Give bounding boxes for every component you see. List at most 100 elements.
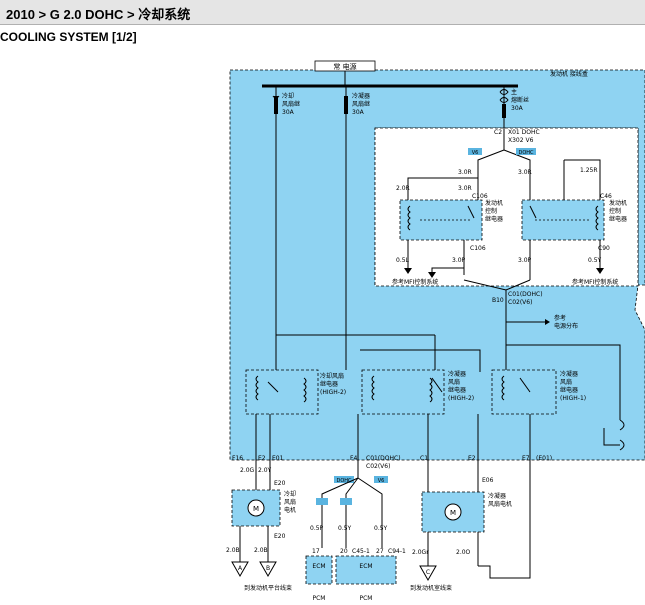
tag-dohc [516, 148, 536, 155]
cond-fan-motor-letter: M [450, 509, 456, 517]
ecm-relay-label-a: 发动机 [485, 199, 503, 207]
conn-f16: F16 [232, 455, 243, 462]
fuse-2-label-b: 风扇继 [352, 100, 370, 108]
pcm-box-1 [305, 555, 333, 585]
conn-e2: E2 [258, 455, 266, 462]
wire-2-0o: 2.0O [456, 549, 471, 556]
conn-c2: C2 [494, 129, 502, 136]
fuse-3-label-c: 30A [511, 105, 524, 112]
relay-rad-high-label-a: 冷却风扇 [320, 372, 344, 380]
conn-f4-note-a: C01(DOHC) [366, 455, 401, 462]
relay-cond-high-label-c: 继电器 [448, 386, 466, 394]
relay-cond-high-label-b: 风扇 [448, 378, 460, 386]
fuse-1-label-a: 冷却 [282, 92, 294, 100]
ground-c-label: C [426, 569, 430, 576]
page-title: COOLING SYSTEM [1/2] [0, 30, 137, 44]
relay-cond-low-label-c: 继电器 [560, 386, 578, 394]
ecm-relay-label-c: 继电器 [485, 215, 503, 223]
wire-2-0r: 2.0R [396, 185, 410, 192]
conn-e7: E7 [522, 455, 530, 462]
conn-b10: B10 [492, 297, 504, 304]
wire-2-0b2: 2.0B [254, 547, 268, 554]
wire-1-25r: 1.25R [580, 167, 598, 174]
rad-fan-motor-icon [247, 499, 265, 517]
conn-f4-note-b: C02(V6) [366, 463, 390, 470]
ecm-relay-label-b: 控制 [485, 207, 497, 215]
fuse-2: 冷凝器 风扇继 30A [344, 86, 370, 330]
relay-cond-low-label-a: 冷凝器 [560, 370, 578, 378]
tag-v6-text: V6 [472, 150, 479, 156]
tag-bar-1 [316, 498, 328, 505]
wire-3-0p-b: 3.0P [518, 257, 532, 264]
ground-note-1: 到发动机平台线束 [244, 584, 292, 592]
fan-cond-label-b: 风扇电机 [488, 500, 512, 508]
main-relay-label-a: 发动机 [609, 199, 627, 207]
wire-3-0r-c: 3.0R [518, 169, 532, 176]
conn-f4: F4 [350, 455, 357, 462]
pcm-box-2 [335, 555, 397, 585]
conn-c1: C1 [420, 455, 428, 462]
ground-b [259, 561, 277, 578]
breadcrumb: 2010 > G 2.0 DOHC > 冷却系统 [6, 7, 191, 22]
conn-c106: C106 [472, 193, 488, 200]
fuse-1-label-b: 风扇继 [282, 100, 300, 108]
fuse-3-label-a: 主 [511, 88, 517, 96]
pin-20: 20 [340, 548, 348, 555]
fuse-1: 冷却 风扇继 30A [272, 86, 300, 335]
pcm-2-label: PCM [360, 595, 373, 602]
wire-2-0gr: 2.0Gr [412, 549, 429, 556]
relay-rad-high-label-c: (HIGH-2) [320, 389, 346, 396]
conn-c45: C45-1 [352, 548, 370, 555]
wire-2-0g: 2.0G [240, 467, 255, 474]
panel-label-1: 发动机 接线盒 [550, 70, 588, 78]
cond-fan-motor-icon [444, 503, 462, 521]
wire-2-0b: 2.0B [226, 547, 240, 554]
wire-3-0r-b: 3.0R [458, 185, 472, 192]
fan-rad-label-b: 风扇 [284, 498, 296, 506]
conn-e01: E01 [272, 455, 284, 462]
ground-a [231, 561, 249, 578]
relay-cond-high [361, 369, 445, 415]
conn-c90: C90 [598, 245, 610, 252]
conn-c106b: C106 [470, 245, 486, 252]
relay-rad-high-label-b: 继电器 [320, 380, 338, 388]
ref-ecm-1: 参考MFI控制系统 [392, 278, 438, 286]
conn-c94: C94-1 [388, 548, 406, 555]
wire-2-0y: 2.0Y [258, 467, 272, 474]
tag-v6 [468, 148, 482, 155]
conn-e20-b: E20 [274, 533, 286, 540]
fuse-1-label-c: 30A [282, 109, 295, 116]
tag-v6-2 [374, 476, 388, 483]
conn-e2b: E2 [468, 455, 476, 462]
wire-0-5y: 0.5Y [588, 257, 602, 264]
wire-0-5p: 0.5P [310, 525, 324, 532]
relay-cond-low-label-b: 风扇 [560, 378, 572, 386]
header-bar: 2010 > G 2.0 DOHC > 冷却系统 [0, 0, 645, 25]
fan-rad-label-c: 电机 [284, 506, 296, 514]
fuse-3-label-b: 熔断丝 [511, 96, 529, 104]
ref-power-a: 参考 [554, 314, 566, 322]
wire-0-5l: 0.5L [396, 257, 410, 264]
conn-c2-note-a: X01 DOHC [508, 129, 540, 136]
relay-cond-high-label-a: 冷凝器 [448, 370, 466, 378]
conn-c46: C46 [600, 193, 612, 200]
conn-e01b: (E01) [536, 455, 552, 462]
fuse-2-label-c: 30A [352, 109, 365, 116]
ecm-2-label: ECM [359, 563, 372, 570]
fan-rad-label-a: 冷却 [284, 490, 296, 498]
tag-dohc-2 [334, 476, 354, 483]
ecm-1-label: ECM [312, 563, 325, 570]
pcm-1-label: PCM [313, 595, 326, 602]
main-relay-label-b: 控制 [609, 207, 621, 215]
fuse-2-label-a: 冷凝器 [352, 92, 370, 100]
wire-3-0p-a: 3.0P [452, 257, 466, 264]
tag-bar-2 [340, 498, 352, 505]
power-source-label: 常 电源 [333, 62, 356, 71]
tag-v6-2-text: V6 [378, 478, 385, 484]
fan-cond-label-a: 冷凝器 [488, 492, 506, 500]
ground-note-2: 到发动机室线束 [410, 584, 452, 592]
conn-e20: E20 [274, 480, 286, 487]
ground-b-label: B [266, 565, 270, 572]
fuse-3: 主 熔断丝 30A [499, 86, 529, 130]
